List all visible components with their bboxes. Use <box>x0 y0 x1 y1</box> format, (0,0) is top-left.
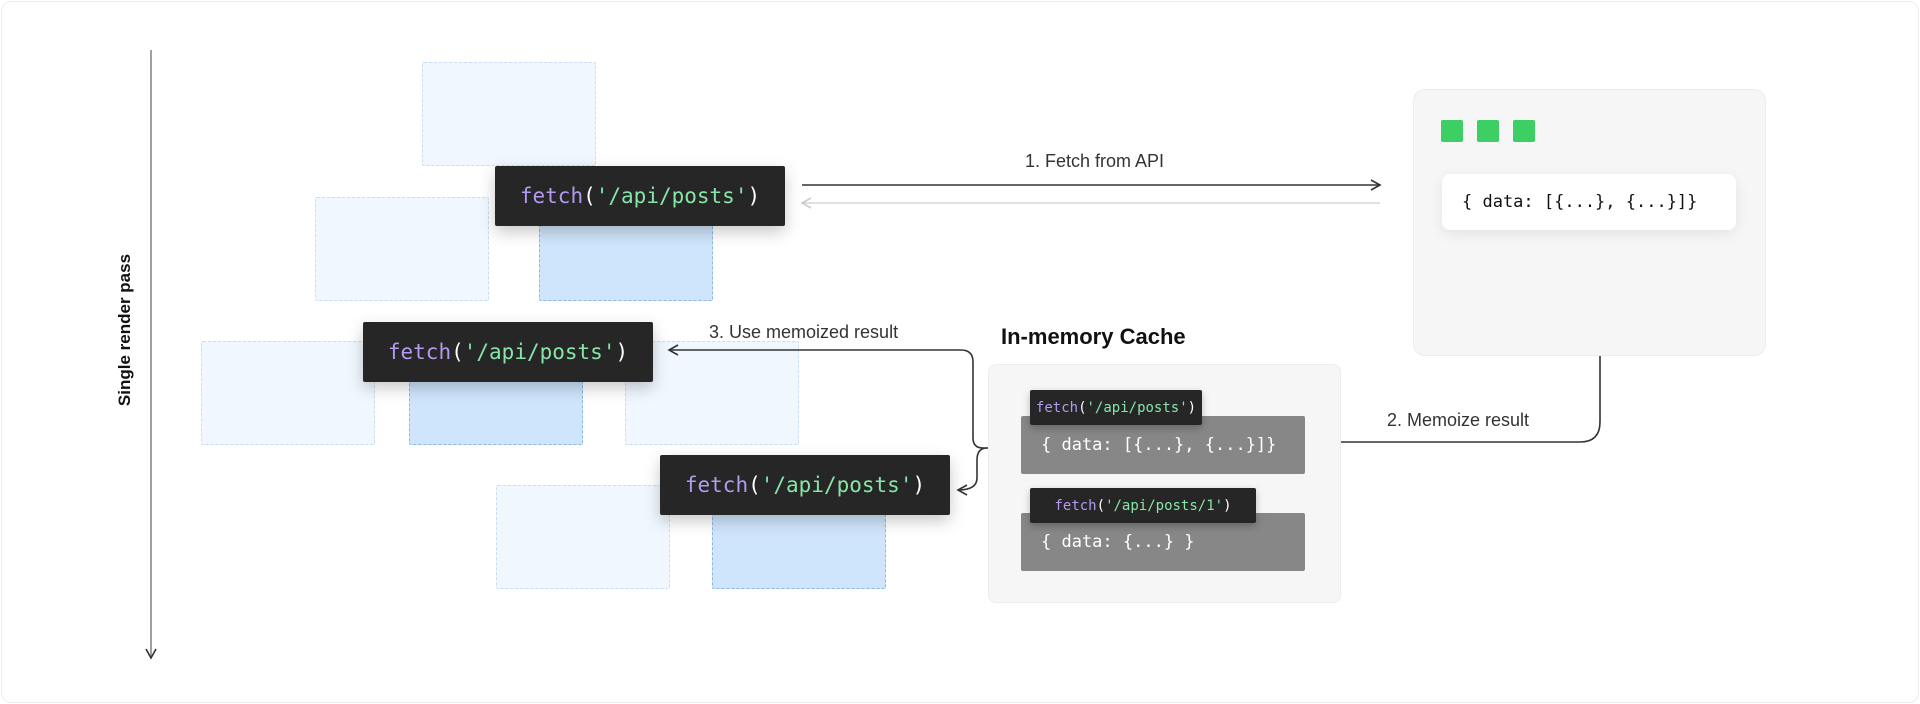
use-memoized-label: 3. Use memoized result <box>709 322 899 342</box>
status-indicator-icon <box>1441 120 1463 142</box>
fetch-arg: '/api/posts' <box>760 473 913 497</box>
use-memoized-arrow <box>667 344 1017 449</box>
api-server-panel: { data: [{...}, {...}]} <box>1413 89 1766 356</box>
component-box <box>496 485 670 589</box>
fetch-fn: fetch <box>684 473 749 497</box>
status-indicator-icon <box>1477 120 1499 142</box>
cache-entry-key: fetch('/api/posts') <box>1030 390 1202 425</box>
component-box <box>315 197 489 301</box>
fetch-from-api-label: 1. Fetch from API <box>1025 151 1165 171</box>
fetch-call-top: fetch('/api/posts') <box>495 166 785 226</box>
fetch-call-middle: fetch('/api/posts') <box>363 322 653 382</box>
fetch-fn: fetch <box>519 184 584 208</box>
cache-entry-value: { data: [{...}, {...}]} <box>1021 416 1305 474</box>
cache-entry-key: fetch('/api/posts/1') <box>1030 488 1256 523</box>
memoize-arrow <box>1312 285 1601 448</box>
component-box <box>422 62 596 166</box>
fetch-arg: '/api/posts' <box>463 340 616 364</box>
cache-title: In-memory Cache <box>1001 324 1186 349</box>
api-response: { data: [{...}, {...}]} <box>1442 174 1736 230</box>
cache-panel: { data: [{...}, {...}]} fetch('/api/post… <box>988 364 1341 603</box>
component-box <box>625 341 799 445</box>
fetch-call-bottom: fetch('/api/posts') <box>660 455 950 515</box>
status-indicator-icon <box>1513 120 1535 142</box>
memoize-result-label: 2. Memoize result <box>1387 410 1530 430</box>
fetch-fn: fetch <box>387 340 452 364</box>
memoized-branch-arrow <box>956 447 988 496</box>
component-box <box>201 341 375 445</box>
fetch-arg: '/api/posts' <box>595 184 748 208</box>
